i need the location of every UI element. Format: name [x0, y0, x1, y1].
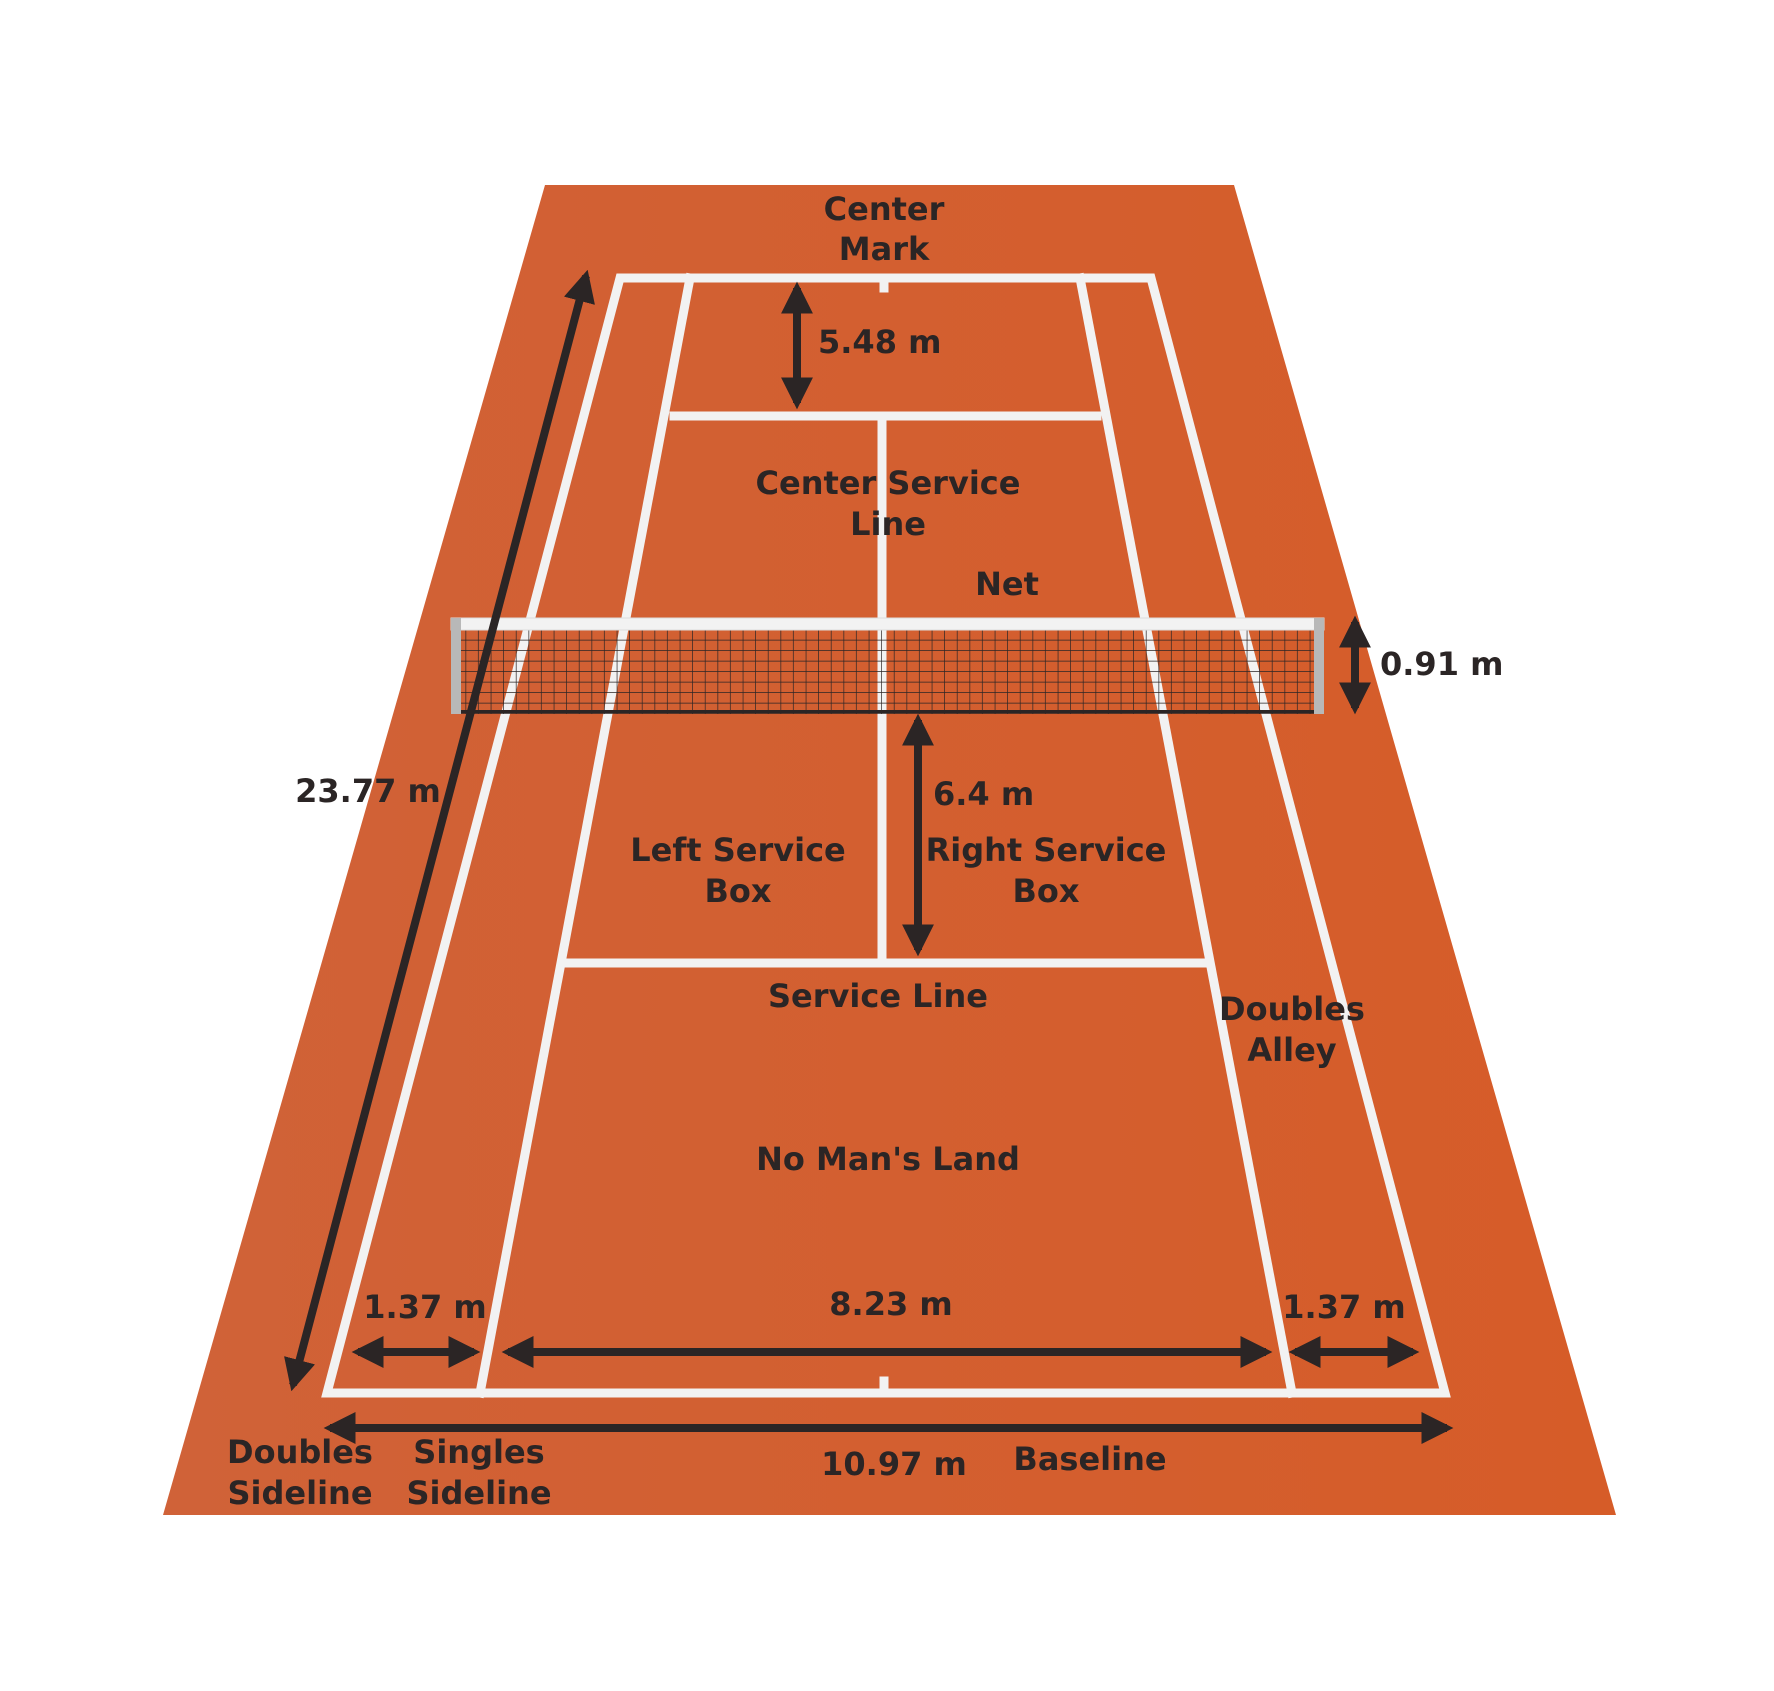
net-label: Net — [975, 565, 1039, 603]
right-service-box-label-line1: Right Service — [926, 831, 1167, 869]
net-post-right — [1314, 618, 1324, 714]
singles-sideline-label-line1: Singles — [413, 1433, 544, 1471]
left-service-box-label-line1: Left Service — [630, 831, 845, 869]
center-mark-label-line2: Mark — [839, 230, 930, 268]
baseline-label: Baseline — [1013, 1440, 1166, 1478]
doubles-sideline-label-line1: Doubles — [227, 1433, 373, 1471]
net — [450, 617, 1325, 714]
net-post-left — [451, 618, 461, 714]
alley-right-measurement: 1.37 m — [1282, 1288, 1405, 1326]
singles-width-measurement: 8.23 m — [829, 1285, 952, 1323]
center-mark-label-line1: Center — [824, 190, 945, 228]
doubles-width-measurement: 10.97 m — [821, 1445, 967, 1483]
alley-left-measurement: 1.37 m — [363, 1288, 486, 1326]
arrow-court-length — [284, 269, 595, 1392]
labels: Center Mark 5.48 m Center Service Line N… — [227, 190, 1503, 1512]
dimension-arrows — [284, 269, 1454, 1444]
singles-sideline-right — [1074, 272, 1298, 1399]
net-mesh — [454, 630, 1320, 714]
center-service-line-label-line1: Center Service — [756, 464, 1021, 502]
court-length-measurement: 23.77 m — [295, 772, 441, 810]
singles-sideline-label-line2: Sideline — [406, 1474, 551, 1512]
net-top-band — [450, 617, 1325, 631]
doubles-alley-label-line1: Doubles — [1219, 990, 1365, 1028]
left-service-box-label-line2: Box — [704, 872, 771, 910]
net-to-service-measurement: 6.4 m — [933, 775, 1034, 813]
service-depth-measurement: 5.48 m — [818, 323, 941, 361]
no-mans-land-label: No Man's Land — [756, 1140, 1020, 1178]
net-bottom-tape — [454, 710, 1320, 713]
service-line-label: Service Line — [768, 977, 988, 1015]
doubles-alley-label-line2: Alley — [1247, 1031, 1336, 1069]
center-service-line-label-line2: Line — [850, 505, 926, 543]
doubles-sideline-label-line2: Sideline — [227, 1474, 372, 1512]
net-height-measurement: 0.91 m — [1380, 645, 1503, 683]
right-service-box-label-line2: Box — [1012, 872, 1079, 910]
